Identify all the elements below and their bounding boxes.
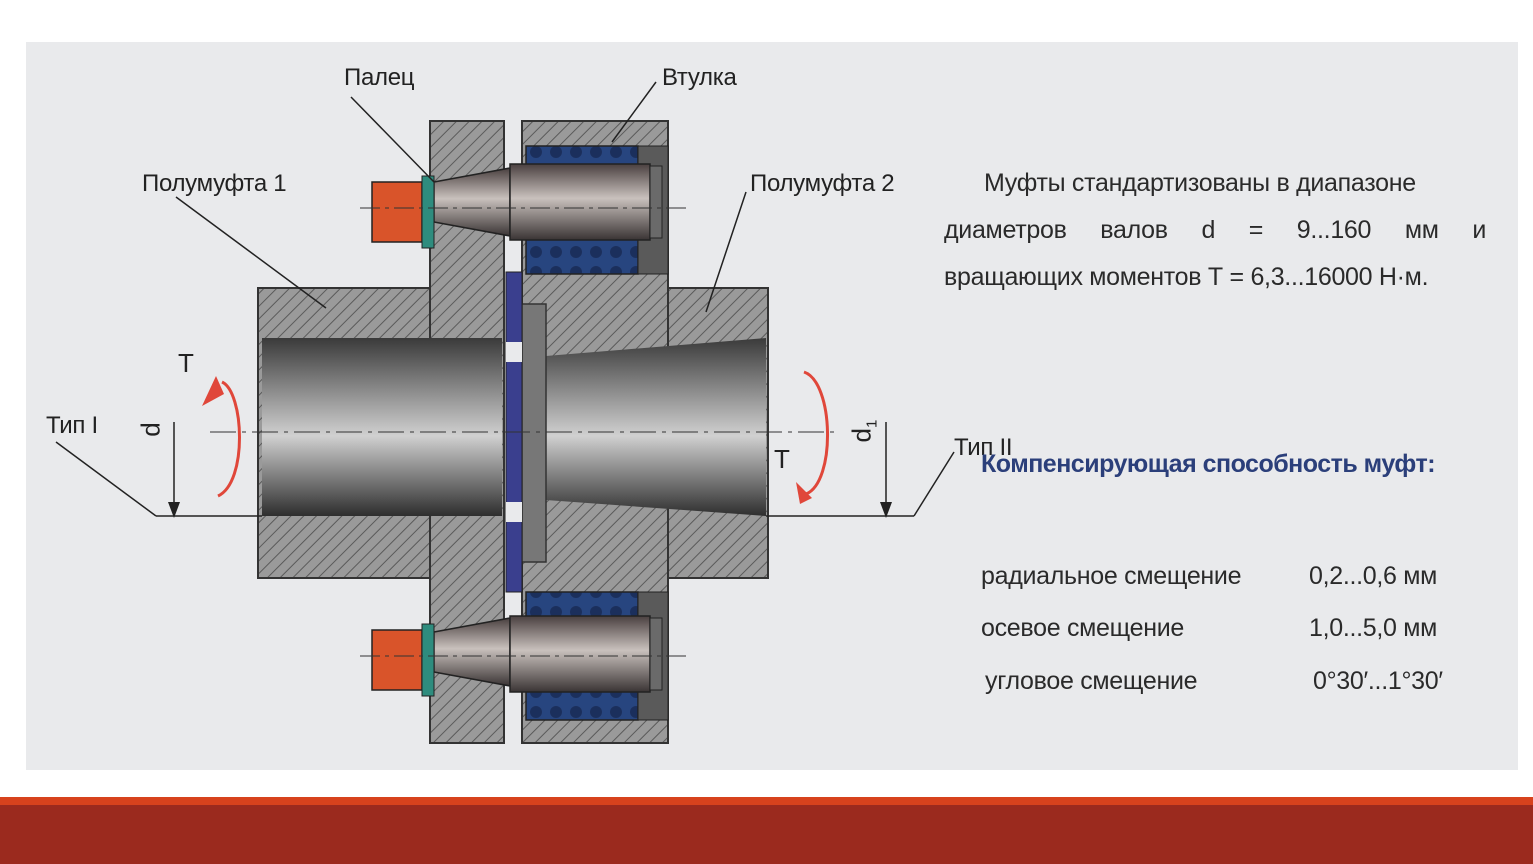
compensation-value: 0,2...0,6 мм xyxy=(1309,562,1438,590)
compensation-name: радиальное смещение xyxy=(981,562,1242,590)
compensation-name: осевое смещение xyxy=(981,614,1185,642)
label-diameter-d: d xyxy=(135,422,166,437)
spacer-gap-1 xyxy=(506,342,522,362)
label-palets: Палец xyxy=(344,64,415,91)
leader-tip2 xyxy=(913,451,955,517)
paragraph-line-2: диаметров валов d = 9...160 мм и xyxy=(944,216,1486,244)
pin-top-head xyxy=(649,165,663,239)
standard-range-paragraph: Муфты стандартизованы в диапазоне диамет… xyxy=(944,160,1486,301)
pin-bottom-body xyxy=(509,615,651,693)
torque-arrow-left xyxy=(217,380,241,498)
label-polumufta-2: Полумуфта 2 xyxy=(750,170,895,197)
shaft-left xyxy=(262,338,502,516)
washer-bottom xyxy=(421,623,435,697)
nut-bottom xyxy=(371,629,423,691)
label-tip-2: Тип II xyxy=(954,434,1013,461)
footer-accent-line xyxy=(0,797,1533,805)
compensation-name: угловое смещение xyxy=(985,667,1198,695)
label-tip-1: Тип I xyxy=(46,412,98,439)
compensation-title: Компенсирующая способность муфт: xyxy=(981,450,1436,478)
label-torque-right: T xyxy=(774,444,790,474)
washer-top xyxy=(421,175,435,249)
paragraph-line-3: вращающих моментов Т = 6,3...16000 Н·м. xyxy=(944,263,1429,291)
leader-tip1 xyxy=(55,441,157,517)
paragraph-line-1: Муфты стандартизованы в диапазоне xyxy=(984,169,1416,197)
compensation-value: 1,0...5,0 мм xyxy=(1309,614,1438,642)
label-vtulka: Втулка xyxy=(662,64,737,91)
diagram-panel: Палец Втулка Полумуфта 1 Полумуфта 2 Тип… xyxy=(26,42,1518,770)
leader-polumufta1 xyxy=(175,196,327,309)
coupling-drawing xyxy=(55,81,955,744)
dim-d-arrow xyxy=(168,502,180,518)
footer-bar xyxy=(0,805,1533,864)
leader-palets xyxy=(350,96,435,183)
leader-polumufta2 xyxy=(705,191,747,313)
label-diameter-d1: d1 xyxy=(846,419,881,443)
torque-arrowhead-left xyxy=(202,376,224,406)
torque-arrow-right xyxy=(803,370,829,496)
dim-d1-arrow xyxy=(880,502,892,518)
label-polumufta-1: Полумуфта 1 xyxy=(142,170,287,197)
compensation-value: 0°30′...1°30′ xyxy=(1313,667,1443,695)
shaft-end-face xyxy=(521,303,547,563)
label-torque-left: T xyxy=(178,348,194,378)
nut-top xyxy=(371,181,423,243)
leader-vtulka xyxy=(611,81,657,143)
pin-top-body xyxy=(509,163,651,241)
shaft-right-conical xyxy=(546,338,766,516)
spacer-gap-2 xyxy=(506,502,522,522)
pin-bottom-head xyxy=(649,617,663,691)
torque-arrowhead-right xyxy=(796,482,812,504)
